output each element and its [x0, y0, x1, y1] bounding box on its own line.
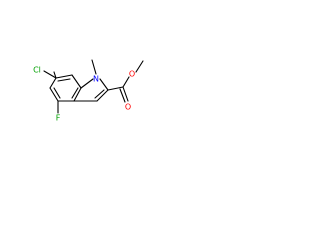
bond-c3a-c7a — [73, 87, 82, 102]
double-bond-c7-c6 — [57, 78, 71, 82]
double-bond-c2-c3 — [94, 89, 105, 99]
double-bond-c3a-c7a — [71, 87, 79, 99]
bond-c6-cl — [43, 70, 57, 79]
bond-c7a-n1 — [80, 78, 94, 89]
double-bond-c5-c4 — [53, 87, 61, 99]
atom-cl-label: Cl — [33, 66, 41, 75]
bond-n1-c2 — [99, 78, 109, 91]
bond-c6-c5 — [49, 77, 57, 89]
chemical-structure: Cl F N O O — [33, 59, 144, 123]
atom-n-label: N — [93, 75, 99, 84]
bond-carbonyl-c-o-double — [122, 86, 129, 102]
bond-c7a-c7 — [71, 74, 82, 89]
bond-c2-c3 — [96, 89, 109, 102]
atom-f-label: F — [56, 114, 61, 123]
bond-c7-c6-main — [55, 74, 73, 79]
bond-c7-c6 — [53, 71, 57, 79]
bond-carbonyl-c-ester-o — [122, 76, 130, 88]
bond-c5-c4 — [49, 87, 59, 102]
atom-ester-o-label: O — [129, 70, 135, 79]
atom-carbonyl-o-label: O — [125, 103, 131, 112]
bond-n1-methyl — [91, 59, 97, 75]
bond-ester-o-methyl — [135, 60, 144, 73]
bond-c2-carbonyl-c — [107, 86, 124, 91]
bond-carbonyl-c-o-double-2 — [119, 88, 126, 103]
